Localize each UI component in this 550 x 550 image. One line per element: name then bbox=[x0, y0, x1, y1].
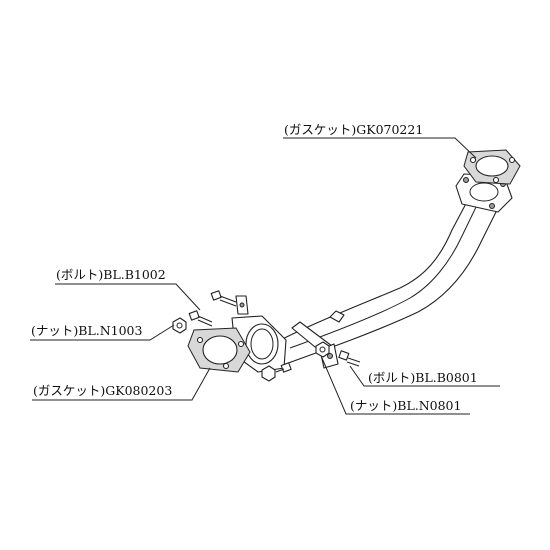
front-pipe bbox=[261, 195, 501, 367]
gasket-top-part bbox=[463, 149, 521, 185]
label-bolt-left: (ボルト)BL.B1002 bbox=[56, 267, 166, 282]
nut-right-part bbox=[315, 341, 330, 358]
label-nut-left: (ナット)BL.N1003 bbox=[31, 323, 143, 338]
bolt-right-part bbox=[338, 350, 361, 367]
label-nut-right: (ナット)BL.N0801 bbox=[350, 398, 461, 413]
nut-left-part bbox=[172, 317, 187, 334]
left-bracket-clip bbox=[235, 295, 249, 315]
label-gasket-top: (ガスケット)GK070221 bbox=[284, 122, 423, 137]
bolt-lower-part bbox=[261, 362, 292, 382]
leader-lines bbox=[30, 137, 500, 415]
bolt-left-part bbox=[188, 290, 237, 327]
gasket-left-part bbox=[187, 327, 251, 373]
label-gasket-left: (ガスケット)GK080203 bbox=[33, 383, 172, 398]
label-bolt-right: (ボルト)BL.B0801 bbox=[368, 370, 478, 385]
